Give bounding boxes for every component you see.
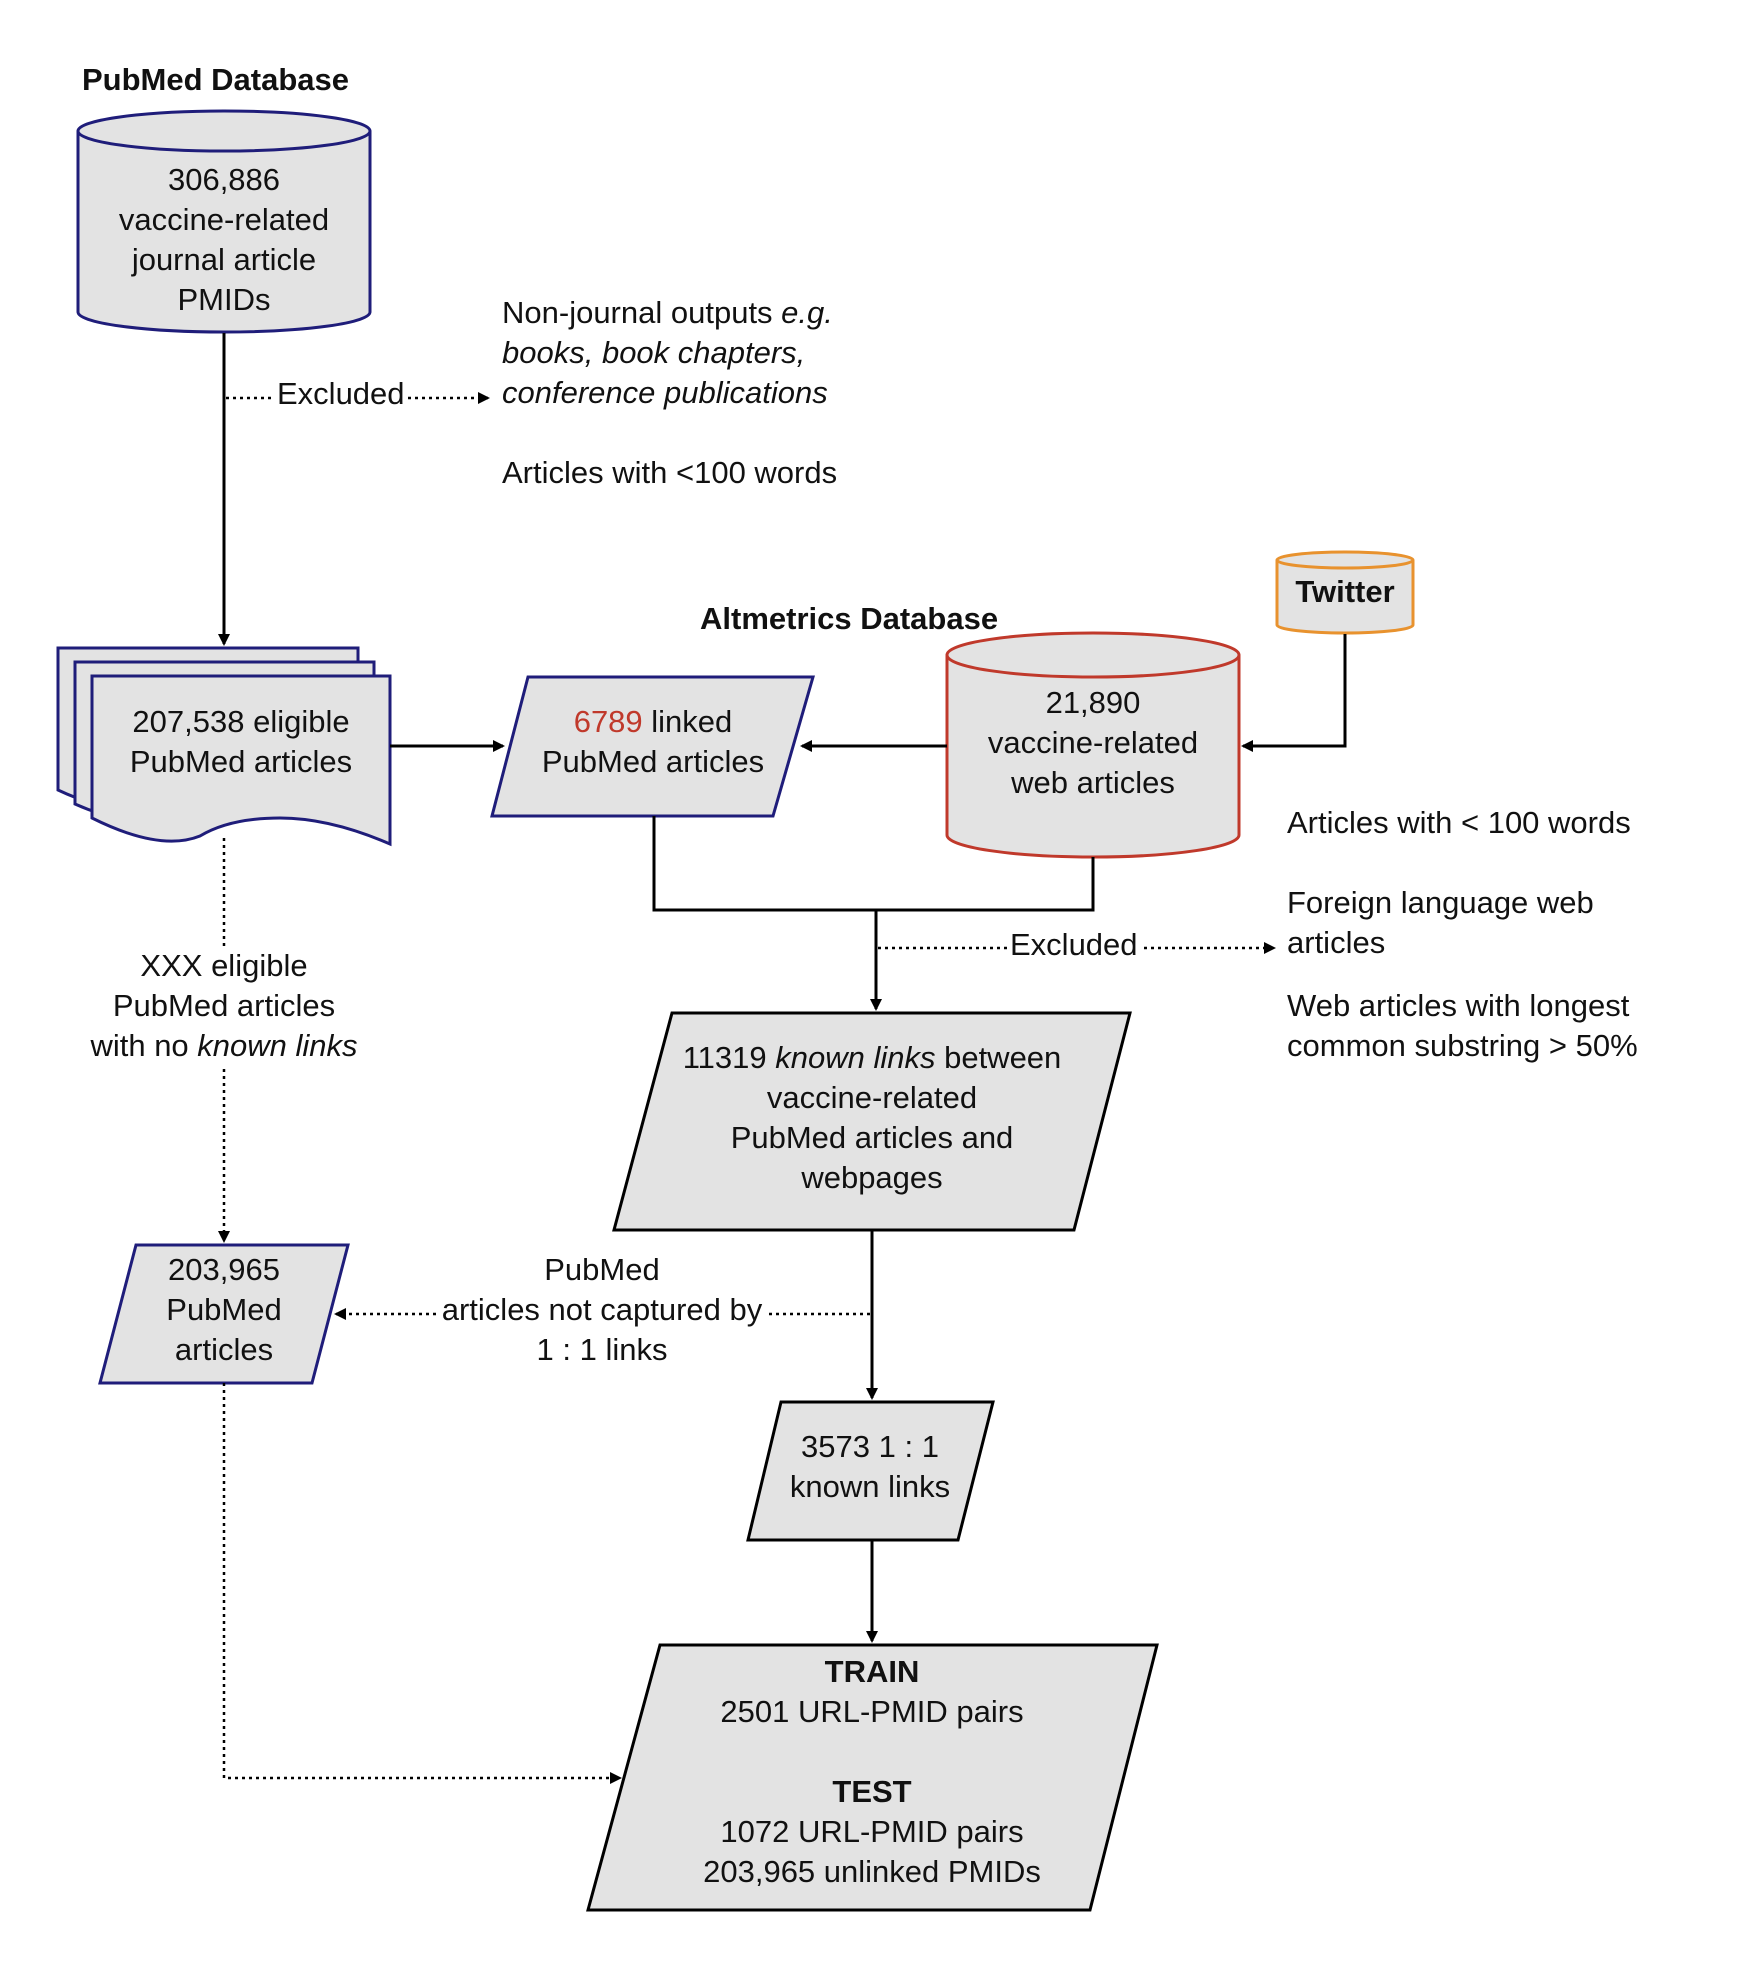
altmetrics-line-2: vaccine-related	[987, 725, 1199, 760]
train-test-text: TRAIN 2501 URL-PMID pairs TEST 1072 URL-…	[703, 1652, 1041, 1892]
exclusion-2-item-2-line-1: Foreign language web	[1287, 885, 1594, 920]
exclusion-1-line-2: books, book chapters,	[502, 335, 806, 370]
train-pairs: 2501 URL-PMID pairs	[720, 1694, 1024, 1729]
eligible-articles-text: 207,538 eligible PubMed articles	[130, 702, 352, 782]
known-links-line-1: 11319 known links between	[682, 1040, 1062, 1075]
linked-line-1: 6789 linked	[573, 704, 733, 739]
altmetrics-line-3: web articles	[1011, 765, 1175, 800]
exclusion-1-line-1: Non-journal outputs e.g.	[502, 295, 833, 330]
train-label: TRAIN	[824, 1654, 920, 1689]
exclusion-2-item-1: Articles with < 100 words	[1287, 805, 1631, 840]
one-to-one-line-2: known links	[789, 1469, 951, 1504]
pubmed-db-line-1: 306,886	[167, 162, 281, 197]
pubmed-db-line-3: journal article	[131, 242, 317, 277]
not-captured-line-3: 1 : 1 links	[536, 1332, 668, 1367]
solid-connectors	[218, 333, 1347, 1643]
pubmed-203965-line-2: PubMed	[166, 1292, 282, 1327]
exclusion-1-line-3: conference publications	[502, 375, 828, 410]
pubmed-db-line-2: vaccine-related	[118, 202, 330, 237]
known-links-text: 11319 known links between vaccine-relate…	[683, 1038, 1062, 1198]
test-unlinked: 203,965 unlinked PMIDs	[703, 1854, 1041, 1889]
pubmed-database-cylinder	[76, 109, 372, 334]
not-captured-text: PubMed articles not captured by 1 : 1 li…	[438, 1250, 766, 1370]
exclusion-criteria-2: Articles with < 100 words Foreign langua…	[1287, 803, 1638, 1066]
pubmed-203965-parallelogram	[98, 1243, 350, 1385]
pubmed-db-line-4: PMIDs	[177, 282, 271, 317]
linked-articles-parallelogram	[490, 675, 815, 818]
known-links-line-3: PubMed articles and	[730, 1120, 1014, 1155]
linked-articles-text: 6789 linked PubMed articles	[542, 702, 764, 782]
no-links-line-1: XXX eligible	[140, 948, 308, 983]
not-captured-line-1: PubMed	[544, 1252, 660, 1287]
train-test-parallelogram	[586, 1643, 1159, 1912]
altmetrics-database-title: Altmetrics Database	[700, 601, 999, 636]
excluded-label-2: Excluded	[1007, 925, 1141, 965]
test-label: TEST	[832, 1774, 912, 1809]
known-links-parallelogram	[612, 1011, 1132, 1232]
exclusion-2-item-3-line-2: common substring > 50%	[1287, 1028, 1638, 1063]
test-pairs: 1072 URL-PMID pairs	[720, 1814, 1024, 1849]
pubmed-database-text: 306,886 vaccine-related journal article …	[119, 160, 329, 320]
no-links-line-3: with no known links	[90, 1028, 358, 1063]
one-to-one-links-parallelogram	[746, 1400, 995, 1542]
eligible-articles-multidoc	[56, 646, 392, 847]
known-links-line-4: webpages	[801, 1160, 943, 1195]
linked-count: 6789	[573, 704, 643, 739]
pubmed-203965-line-3: articles	[174, 1332, 274, 1367]
twitter-cylinder	[1275, 550, 1415, 635]
exclusion-2-item-3-line-1: Web articles with longest	[1287, 988, 1630, 1023]
altmetrics-text: 21,890 vaccine-related web articles	[988, 683, 1198, 803]
eligible-line-1: 207,538 eligible	[132, 704, 350, 739]
altmetrics-database-cylinder	[945, 631, 1241, 859]
pubmed-203965-text: 203,965 PubMed articles	[166, 1250, 281, 1370]
twitter-label: Twitter	[1295, 574, 1395, 609]
pubmed-database-title: PubMed Database	[82, 62, 350, 97]
exclusion-2-item-2-line-2: articles	[1287, 925, 1386, 960]
no-links-line-2: PubMed articles	[112, 988, 336, 1023]
one-to-one-line-1: 3573 1 : 1	[801, 1429, 939, 1464]
exclusion-criteria-1: Non-journal outputs e.g. books, book cha…	[502, 293, 837, 493]
altmetrics-line-1: 21,890	[1045, 685, 1141, 720]
pubmed-203965-line-1: 203,965	[167, 1252, 281, 1287]
eligible-line-2: PubMed articles	[129, 744, 353, 779]
known-links-line-2: vaccine-related	[766, 1080, 978, 1115]
no-known-links-text: XXX eligible PubMed articles with no kno…	[87, 946, 361, 1066]
excluded-label-1: Excluded	[274, 374, 408, 414]
linked-line-2: PubMed articles	[541, 744, 765, 779]
one-to-one-links-text: 3573 1 : 1 known links	[790, 1427, 950, 1507]
exclusion-1-line-4: Articles with <100 words	[502, 455, 838, 490]
not-captured-line-2: articles not captured by	[441, 1292, 763, 1327]
